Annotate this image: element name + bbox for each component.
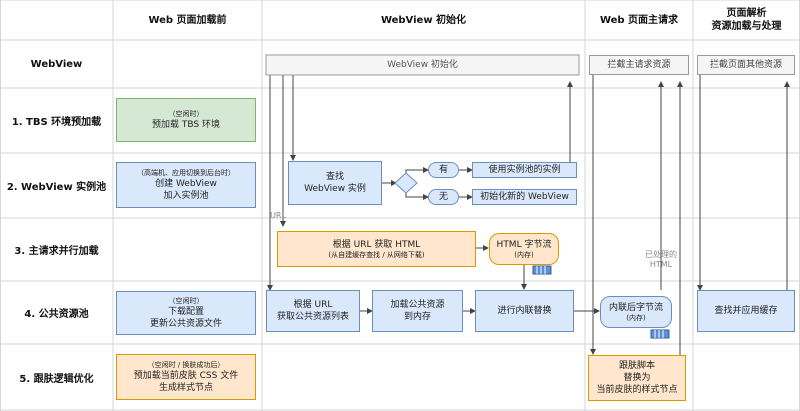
- row-label: 2. WebView 实例池: [6, 182, 107, 193]
- row-label: 1. TBS 环境预加载: [11, 117, 102, 128]
- node-text: 创建 WebView: [155, 178, 217, 189]
- row-label: 3. 主请求并行加载: [14, 246, 99, 257]
- node-text: 预加载 TBS 环境: [152, 119, 220, 130]
- yes-node: 有: [428, 162, 459, 178]
- node-text: 根据 URL 获取 HTML: [332, 239, 421, 250]
- tbs-preload-node: （空闲时） 预加载 TBS 环境: [116, 98, 256, 142]
- url-label: URL: [270, 211, 286, 220]
- node-text: HTML 字节流: [496, 239, 552, 250]
- common-resource-update-node: （空闲时） 下载配置 更新公共资源文件: [116, 291, 256, 335]
- intercept-main-node: 拦截主请求资源: [589, 55, 689, 75]
- column-header: Web 页面主请求: [599, 14, 679, 26]
- use-pool-node: 使用实例池的实例: [472, 162, 577, 178]
- inline-replace-node: 进行内联替换: [475, 290, 574, 332]
- decision-diamond: [394, 172, 418, 194]
- node-text: 当前皮肤的样式节点: [596, 385, 678, 395]
- row-label: WebView: [30, 58, 83, 70]
- node-subtext: （空闲时）: [168, 296, 204, 305]
- instance-pool-node: （高端机、应用切换到后台时） 创建 WebView 加入实例池: [116, 162, 256, 208]
- find-instance-node: 查找 WebView 实例: [288, 161, 382, 205]
- node-subtext: （空闲时）: [168, 109, 204, 118]
- node-subtext: (内存): [514, 250, 534, 259]
- webview-init-node: WebView 初始化: [387, 60, 458, 70]
- html-stream-node: HTML 字节流 (内存): [489, 233, 559, 265]
- no-node: 无: [428, 189, 459, 205]
- node-subtext: （高端机、应用切换到后台时）: [137, 168, 235, 177]
- label-line: 已处理的: [645, 250, 677, 259]
- node-text: 根据 URL: [293, 300, 333, 310]
- node-text: 替换为: [623, 373, 651, 383]
- label-line: HTML: [649, 260, 673, 269]
- node-text: 下载配置: [167, 306, 204, 317]
- inline-stream-node: 内联后字节流 (内存): [600, 296, 672, 328]
- node-text: 加载公共资源: [390, 300, 445, 310]
- memory-chip-icon: [532, 265, 552, 275]
- node-subtext: (从自建缓存查找 / 从网络下载): [328, 250, 425, 259]
- node-text: 获取公共资源列表: [276, 312, 349, 322]
- node-text: 生成样式节点: [158, 382, 213, 393]
- row-label: 4. 公共资源池: [24, 309, 89, 320]
- node-text: 跟肤脚本: [618, 361, 655, 371]
- skin-script-node: 跟肤脚本 替换为 当前皮肤的样式节点: [588, 355, 686, 401]
- intercept-other-node: 拦截页面其他资源: [697, 55, 795, 75]
- find-cache-node: 查找并应用缓存: [697, 290, 795, 332]
- column-header: WebView 初始化: [380, 14, 467, 26]
- column-header-line: 页面解析: [726, 8, 767, 19]
- load-to-memory-node: 加载公共资源 到内存: [372, 290, 463, 332]
- node-subtext: (内存): [626, 313, 646, 322]
- node-text: 查找: [325, 172, 344, 182]
- node-text: 加入实例池: [163, 190, 209, 201]
- column-header-line: 资源加载与处理: [711, 21, 782, 32]
- row-label: 5. 跟肤逻辑优化: [19, 373, 94, 385]
- node-text: WebView 实例: [304, 184, 366, 194]
- node-text: 更新公共资源文件: [149, 318, 222, 329]
- node-text: 到内存: [403, 312, 431, 322]
- node-text: 预加载当前皮肤 CSS 文件: [133, 370, 239, 381]
- new-instance-node: 初始化新的 WebView: [472, 189, 577, 205]
- get-resource-list-node: 根据 URL 获取公共资源列表: [266, 290, 360, 332]
- node-text: 内联后字节流: [608, 302, 663, 313]
- fetch-html-node: 根据 URL 获取 HTML (从自建缓存查找 / 从网络下载): [277, 231, 476, 267]
- column-header: 页面解析 资源加载与处理: [693, 0, 800, 40]
- skin-preload-node: （空闲时 / 换肤成功后） 预加载当前皮肤 CSS 文件 生成样式节点: [116, 354, 256, 400]
- memory-chip-icon: [650, 329, 670, 339]
- processed-html-label: 已处理的 HTML: [635, 250, 687, 270]
- node-subtext: （空闲时 / 换肤成功后）: [147, 360, 225, 369]
- column-header: Web 页面加载前: [148, 14, 227, 26]
